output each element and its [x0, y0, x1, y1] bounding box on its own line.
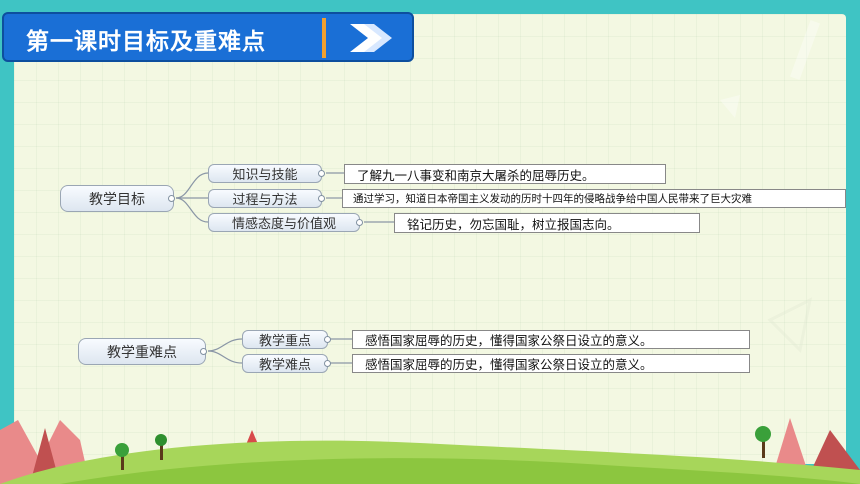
- branch-label: 情感态度与价值观: [231, 217, 336, 232]
- branch-knob[interactable]: [324, 336, 331, 343]
- mindmap2-root-knob[interactable]: [200, 348, 207, 355]
- paper-background: [14, 14, 846, 464]
- mindmap2-root-label: 教学重难点: [107, 344, 177, 361]
- mindmap1-root-label: 教学目标: [89, 191, 145, 208]
- branch-knob[interactable]: [318, 195, 325, 202]
- branch-knob[interactable]: [318, 170, 325, 177]
- branch-label: 知识与技能: [232, 168, 298, 183]
- title-separator: [322, 18, 326, 58]
- page-title: 第一课时目标及重难点: [26, 29, 266, 55]
- branch-label: 教学重点: [258, 334, 311, 349]
- mindmap1-root[interactable]: 教学目标: [60, 185, 174, 212]
- mindmap1-leaf-knowledge: 了解九一八事变和南京大屠杀的屈辱历史。: [344, 164, 666, 184]
- mindmap1-leaf-process: 通过学习，知道日本帝国主义发动的历时十四年的侵略战争给中国人民带来了巨大灾难: [342, 189, 846, 208]
- tree-icon: [115, 426, 771, 470]
- branch-knob[interactable]: [356, 219, 363, 226]
- branch-label: 教学难点: [258, 358, 311, 373]
- mindmap2-root[interactable]: 教学重难点: [78, 338, 206, 365]
- mindmap2-branch-difficult[interactable]: 教学难点: [242, 354, 328, 373]
- branch-label: 过程与方法: [232, 193, 298, 208]
- branch-knob[interactable]: [324, 360, 331, 367]
- title-bar: 第一课时目标及重难点: [2, 12, 414, 62]
- mindmap1-branch-values[interactable]: 情感态度与价值观: [208, 213, 360, 232]
- double-chevron-right-icon[interactable]: [350, 24, 394, 52]
- mindmap2-branch-key[interactable]: 教学重点: [242, 330, 328, 349]
- mindmap1-root-knob[interactable]: [168, 195, 175, 202]
- mindmap1-branch-knowledge[interactable]: 知识与技能: [208, 164, 322, 183]
- mindmap2-leaf-difficult: 感悟国家屈辱的历史，懂得国家公祭日设立的意义。: [352, 354, 750, 373]
- mindmap1-leaf-values: 铭记历史，勿忘国耻，树立报国志向。: [394, 213, 700, 233]
- mindmap2-leaf-key: 感悟国家屈辱的历史，懂得国家公祭日设立的意义。: [352, 330, 750, 349]
